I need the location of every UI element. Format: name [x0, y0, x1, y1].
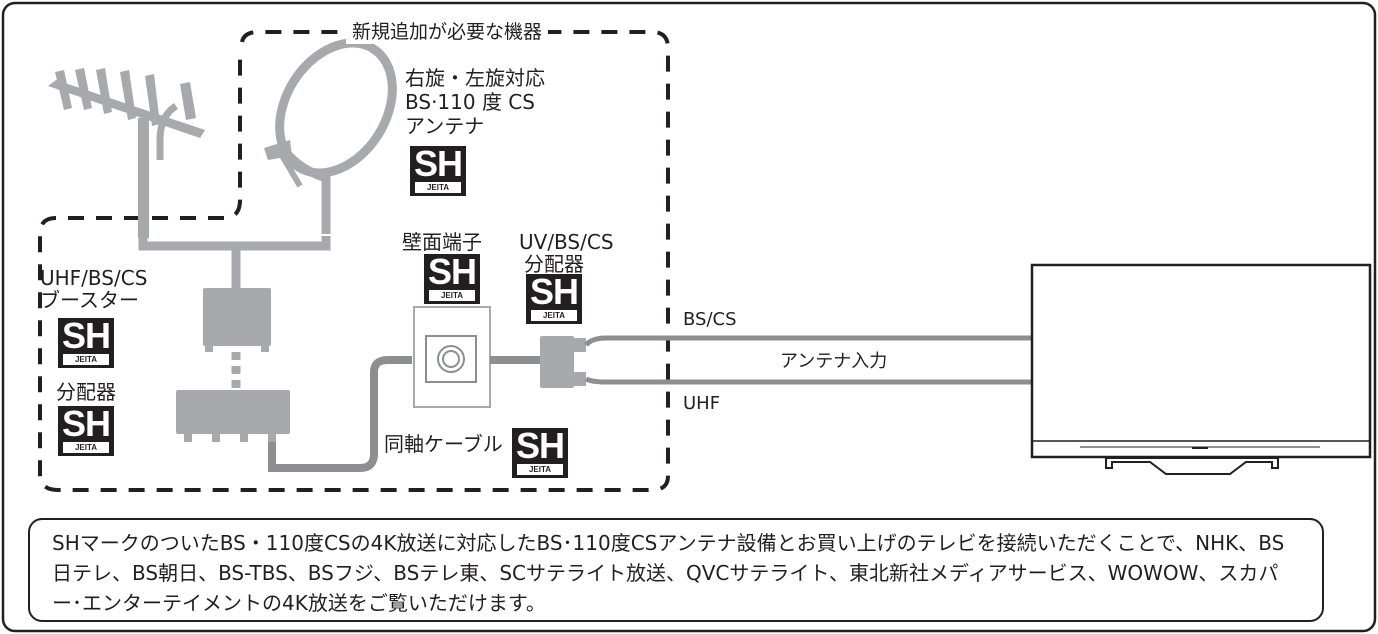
booster-label-line2: ブースター — [40, 288, 139, 312]
new-equipment-boundary — [38, 30, 670, 492]
sh-mark-booster: SH JEITA — [58, 315, 114, 368]
antenna-cable — [138, 236, 331, 251]
splitter-label: 分配器 — [56, 380, 116, 404]
uhf-cable — [584, 376, 1032, 385]
uv-splitter-label-line2: 分配器 — [524, 252, 584, 276]
booster-icon — [203, 288, 271, 352]
sh-mark-jeita: JEITA — [429, 290, 475, 301]
sh-mark-uv-splitter: SH JEITA — [526, 271, 582, 324]
antenna-input-label: アンテナ入力 — [780, 351, 888, 372]
bs-cs-label: BS/CS — [683, 309, 737, 330]
sh-mark-text: SH — [529, 271, 579, 312]
wall-terminal-label: 壁面端子 — [402, 230, 482, 254]
coax-cable — [268, 356, 412, 472]
sh-mark-text: SH — [61, 315, 111, 356]
dish-label-line3: アンテナ — [405, 114, 485, 138]
uv-splitter-label-line1: UV/BS/CS — [519, 230, 614, 254]
uv-splitter-icon — [540, 336, 586, 388]
tv-icon — [1030, 263, 1372, 475]
bs-cs-dish-icon — [264, 38, 397, 234]
dish-label-line1: 右旋・左旋対応 — [405, 66, 545, 90]
sh-mark-wall: SH JEITA — [424, 251, 480, 304]
sh-mark-splitter: SH JEITA — [58, 403, 114, 456]
sh-mark-dish: SH JEITA — [410, 143, 466, 196]
sh-mark-jeita: JEITA — [63, 442, 109, 453]
dish-label-line2: BS·110 度 CS — [405, 90, 535, 114]
uhf-antenna-icon — [48, 68, 205, 238]
sh-mark-text: SH — [61, 403, 111, 444]
group-label: 新規追加が必要な機器 — [346, 20, 549, 44]
sh-mark-text: SH — [515, 425, 565, 466]
sh-mark-coax: SH JEITA — [512, 425, 568, 478]
uhf-label: UHF — [683, 393, 721, 414]
sh-mark-jeita: JEITA — [63, 354, 109, 365]
booster-label-line1: UHF/BS/CS — [40, 266, 148, 290]
note-box: SHマークのついたBS・110度CSの4K放送に対応したBS･110度CSアンテ… — [28, 518, 1324, 622]
splitter-icon — [176, 390, 290, 442]
bs-cs-cable — [584, 335, 1032, 347]
sh-mark-jeita: JEITA — [531, 310, 577, 321]
coax-label: 同軸ケーブル — [384, 432, 503, 456]
sh-mark-jeita: JEITA — [415, 182, 461, 193]
sh-mark-text: SH — [413, 143, 463, 184]
wall-terminal-icon — [413, 306, 491, 408]
sh-mark-jeita: JEITA — [517, 464, 563, 475]
sh-mark-text: SH — [427, 251, 477, 292]
note-text: SHマークのついたBS・110度CSの4K放送に対応したBS･110度CSアンテ… — [52, 531, 1285, 615]
